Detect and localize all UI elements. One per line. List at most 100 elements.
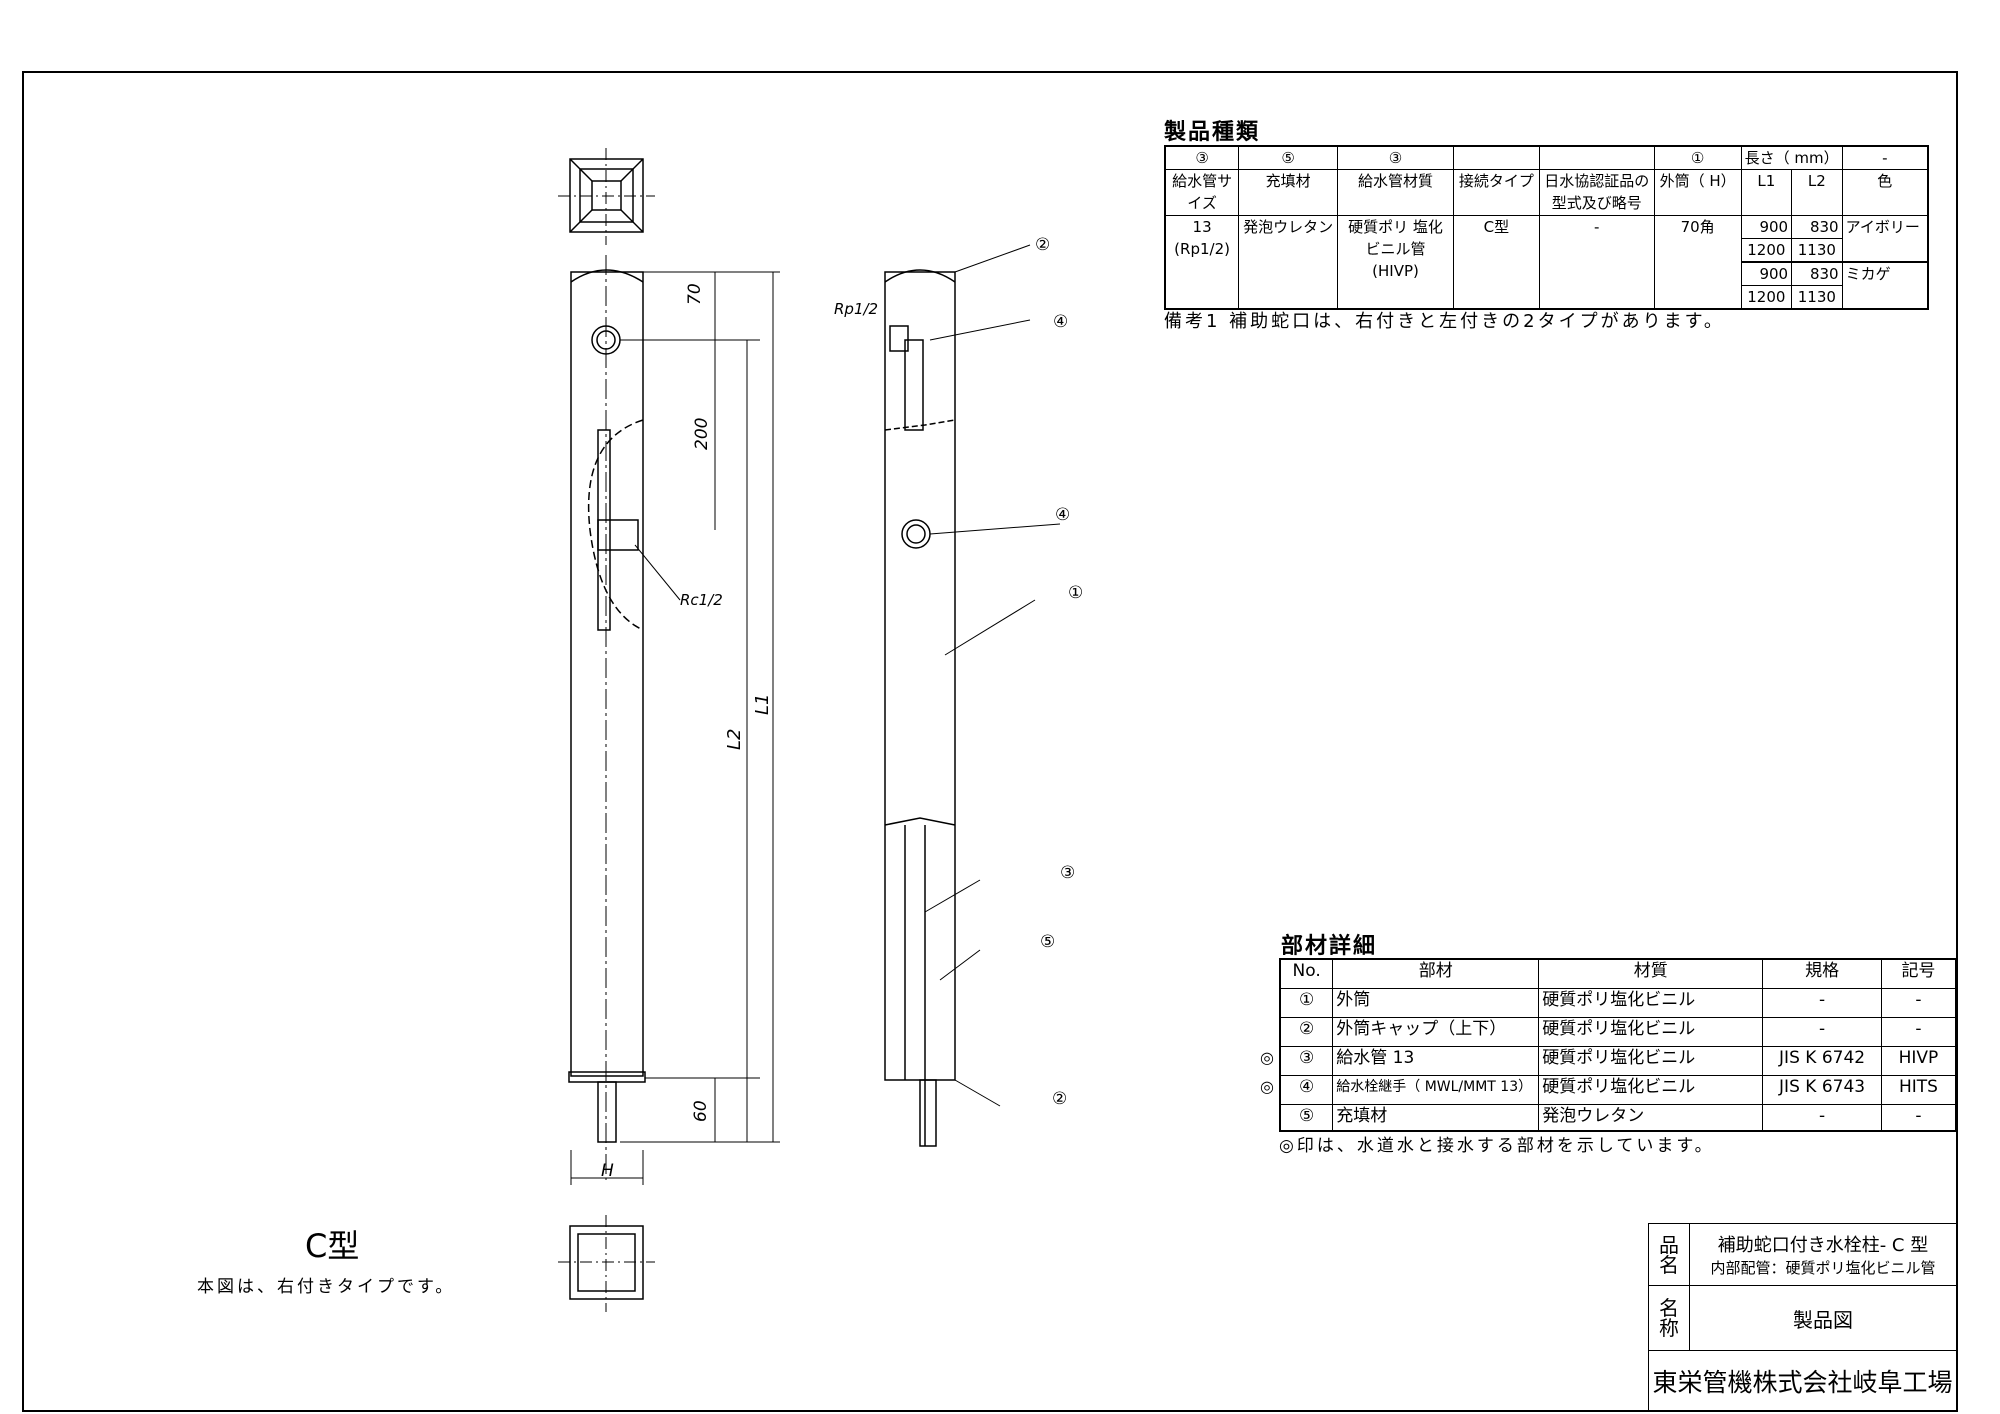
type-label: C型: [305, 1227, 359, 1265]
cell-material: 硬質ポリ塩化ビニル: [1538, 1016, 1764, 1047]
cell-code: -: [1880, 1016, 1957, 1047]
cell-outer: 70角: [1653, 215, 1742, 310]
water-contact-mark: ◎: [1260, 1048, 1274, 1067]
header-filler: 充填材: [1238, 169, 1339, 216]
marker: ③: [1337, 145, 1454, 170]
cell-size: 13 (Rp1/2): [1164, 215, 1240, 310]
cell-part: 給水管 13: [1332, 1045, 1540, 1076]
cell-std: -: [1762, 1103, 1882, 1132]
header-outer: 外筒（ H）: [1653, 169, 1742, 216]
top-view: [558, 148, 655, 245]
cell-no: ①: [1279, 987, 1334, 1018]
header-no: No.: [1279, 958, 1334, 989]
cell-std: -: [1762, 987, 1882, 1018]
cell-material: 硬質ポリ塩化ビニル: [1538, 1045, 1764, 1076]
caption: 本図は、右付きタイプです。: [197, 1277, 455, 1297]
cell-code: -: [1880, 987, 1957, 1018]
cell-part: 外筒キャップ（上下）: [1332, 1016, 1540, 1047]
balloon-2-top: ②: [1035, 235, 1050, 255]
cell-material: 発泡ウレタン: [1538, 1103, 1764, 1132]
marker: ①: [1653, 145, 1742, 170]
marker: ⑤: [1238, 145, 1339, 170]
cell-l2: 1130: [1791, 238, 1843, 263]
parts-note: ◎印は、水道水と接水する部材を示しています。: [1279, 1136, 1715, 1156]
cell-l1: 1200: [1740, 285, 1793, 310]
cell-part: 外筒: [1332, 987, 1540, 1018]
header-material: 給水管材質: [1337, 169, 1454, 216]
dim-l1-label: L1: [752, 694, 773, 715]
balloon-1: ①: [1068, 583, 1083, 603]
dim-h-label: H: [601, 1161, 614, 1181]
marker: -: [1841, 145, 1929, 170]
balloon-3: ③: [1060, 863, 1075, 883]
dimension-lines: [570, 271, 780, 1185]
side-view: [884, 269, 956, 1147]
cell-filler: 発泡ウレタン: [1238, 215, 1339, 310]
cell-code: HIVP: [1880, 1045, 1957, 1076]
label-product-name: 品名: [1648, 1223, 1690, 1286]
rc-label: Rc1/2: [680, 591, 723, 609]
cell-no: ⑤: [1279, 1103, 1334, 1132]
dim-l2-label: L2: [724, 729, 745, 750]
cell-material: 硬質ポリ塩化ビニル: [1538, 1074, 1764, 1105]
product-subtitle: 内部配管：硬質ポリ塩化ビニル管: [1710, 1259, 1936, 1277]
length-header: 長さ（ mm）: [1740, 145, 1843, 170]
cell-l2: 830: [1791, 215, 1843, 239]
header-size: 給水管サイズ: [1164, 169, 1240, 216]
cell-std: JIS K 6742: [1762, 1045, 1882, 1076]
marker: ③: [1164, 145, 1240, 170]
balloon-2-bottom: ②: [1052, 1089, 1067, 1109]
cell-code: -: [1880, 1103, 1957, 1132]
cell-no: ④: [1279, 1074, 1334, 1105]
cell-no: ③: [1279, 1045, 1334, 1076]
sheet-border: [22, 71, 1958, 1412]
leader-lines: [924, 244, 1061, 1107]
front-view: [568, 255, 681, 1180]
header-cert: 日水協認証品の型式及び略号: [1538, 169, 1655, 216]
cell-cert: -: [1538, 215, 1655, 310]
bottom-view: [558, 1215, 655, 1312]
cell-part: 給水栓継手（ MWL/MMT 13）: [1332, 1074, 1540, 1105]
cell-connection: C型: [1452, 215, 1540, 310]
header-standard: 規格: [1762, 958, 1882, 989]
cell-material: 硬質ポリ塩化ビニル: [1538, 987, 1764, 1018]
cell-material: 硬質ポリ 塩化ビニル管 (HIVP): [1337, 215, 1454, 310]
rp-label: Rp1/2: [834, 300, 878, 318]
cell-l1: 900: [1740, 215, 1793, 239]
company-name: 東栄管機株式会社岐阜工場: [1648, 1350, 1957, 1412]
dim-70-label: 70: [685, 283, 705, 305]
cell-std: JIS K 6743: [1762, 1074, 1882, 1105]
product-types-title: 製品種類: [1164, 120, 1261, 145]
title-block: 品名 補助蛇口付き水栓柱- C 型内部配管：硬質ポリ塩化ビニル管 名称製品図 東…: [1648, 1223, 1958, 1412]
cell-l2: 830: [1791, 261, 1843, 286]
drawing-title: 製品図: [1688, 1285, 1958, 1351]
dim-60-label: 60: [691, 1100, 711, 1122]
water-contact-mark: ◎: [1260, 1077, 1274, 1096]
header-l2: L2: [1791, 169, 1843, 216]
header-material: 材質: [1538, 958, 1764, 989]
balloon-4: ④: [1055, 505, 1070, 525]
product-name: 補助蛇口付き水栓柱- C 型: [1717, 1235, 1929, 1256]
header-l1: L1: [1740, 169, 1793, 216]
header-part: 部材: [1332, 958, 1540, 989]
cell-l1: 900: [1740, 261, 1793, 286]
cell-color: アイボリー: [1841, 215, 1929, 263]
cell-part: 充填材: [1332, 1103, 1540, 1132]
product-note: 備考1 補助蛇口は、右付きと左付きの2タイプがあります。: [1164, 311, 1725, 332]
parts-title: 部材詳細: [1281, 934, 1378, 959]
cell-no: ②: [1279, 1016, 1334, 1047]
cell-l1: 1200: [1740, 238, 1793, 263]
balloon-5: ⑤: [1040, 932, 1055, 952]
dim-200-label: 200: [692, 418, 712, 450]
header-color: 色: [1841, 169, 1929, 216]
label-title: 名称: [1648, 1285, 1690, 1351]
